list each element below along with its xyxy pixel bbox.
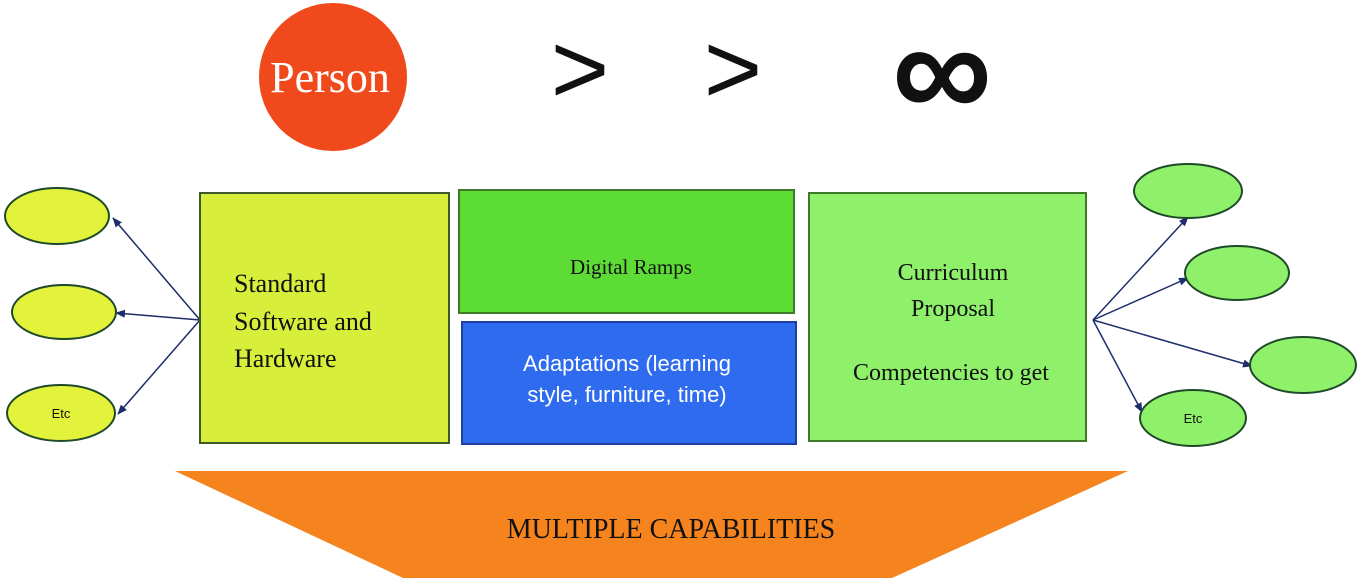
greater-than-symbol-2: > — [704, 13, 762, 125]
multiple-capabilities-banner — [175, 471, 1128, 578]
standard-software-label-line-2: Software and — [234, 307, 372, 336]
digital-ramps-label: Digital Ramps — [570, 255, 692, 279]
left-oval-2 — [11, 284, 117, 340]
arrow-to-right-oval-4 — [1092, 319, 1143, 413]
curriculum-label-line-4: Competencies to get — [853, 360, 1049, 386]
person-label: Person — [270, 53, 390, 102]
person-circle — [259, 3, 407, 151]
greater-than-symbol-1: > — [551, 13, 609, 125]
digital-ramps-box — [458, 189, 795, 314]
standard-software-box — [199, 192, 450, 444]
arrow-to-left-oval-2 — [115, 309, 201, 321]
left-oval-3 — [6, 384, 116, 442]
right-oval-4-label: Etc — [1184, 411, 1203, 426]
left-oval-3-label: Etc — [52, 406, 71, 421]
right-oval-3 — [1249, 336, 1357, 394]
adaptations-label-line-2: style, furniture, time) — [527, 382, 726, 407]
adaptations-label-line-1: Adaptations (learning — [523, 351, 731, 376]
arrow-to-right-oval-3 — [1092, 319, 1253, 368]
arrow-to-right-oval-2 — [1092, 277, 1189, 321]
standard-software-label-line-1: Standard — [234, 269, 326, 298]
multiple-capabilities-label: MULTIPLE CAPABILITIES — [507, 514, 836, 545]
arrow-to-right-oval-1 — [1092, 216, 1189, 321]
curriculum-proposal-box — [808, 192, 1087, 442]
right-oval-4 — [1139, 389, 1247, 447]
adaptations-box — [461, 321, 797, 445]
standard-software-label-line-3: Hardware — [234, 344, 337, 373]
arrow-to-left-oval-3 — [117, 319, 201, 415]
arrow-to-left-oval-1 — [112, 217, 201, 321]
right-oval-2 — [1184, 245, 1290, 301]
curriculum-label-line-1: Curriculum — [898, 260, 1009, 286]
infinity-symbol: ∞ — [892, 0, 992, 148]
left-oval-1 — [4, 187, 110, 245]
curriculum-label-line-2: Proposal — [911, 296, 995, 322]
right-oval-1 — [1133, 163, 1243, 219]
